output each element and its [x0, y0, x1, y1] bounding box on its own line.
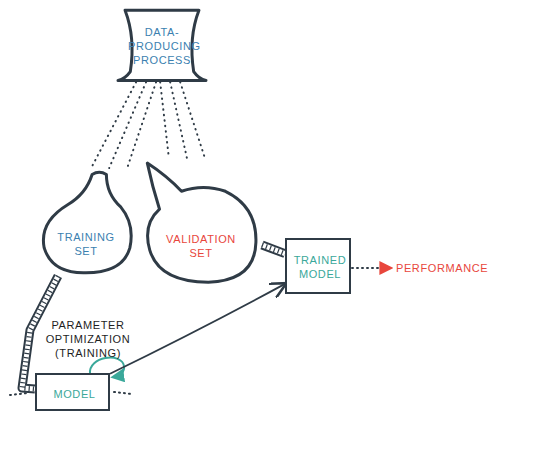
- rope-core: [262, 245, 285, 254]
- data-particles: [160, 82, 169, 158]
- node-label: TRAINED MODEL: [290, 253, 350, 281]
- model-dots: [114, 392, 132, 394]
- process-funnel: DATA- PRODUCING PROCESS: [118, 8, 206, 82]
- node-label: TRAINING SET: [51, 230, 121, 258]
- rope-outline: [262, 245, 285, 254]
- node-label: DATA- PRODUCING PROCESS: [128, 25, 196, 67]
- data-stream: [160, 82, 205, 158]
- dataset-bag: TRAINING SET: [35, 168, 137, 276]
- data-particles: [127, 82, 156, 168]
- data-particles: [91, 82, 136, 168]
- data-stream: [91, 82, 156, 168]
- rope-connector: [262, 245, 285, 254]
- dataset-bag-outline: [35, 168, 137, 276]
- flow-arrow: [110, 284, 285, 374]
- data-particles: [109, 82, 146, 168]
- rope-end-dots: [10, 393, 28, 395]
- node-label: VALIDATION SET: [158, 232, 244, 260]
- model-box: MODEL: [35, 373, 110, 411]
- dataset-bag-outline: [140, 158, 262, 286]
- edge-label: PARAMETER OPTIMIZATION (TRAINING): [42, 318, 134, 360]
- data-particles: [180, 82, 205, 158]
- dataset-bag: VALIDATION SET: [140, 158, 262, 286]
- performance-leader: [352, 267, 392, 269]
- output-label: PERFORMANCE: [396, 261, 488, 275]
- rope-twist: [262, 245, 285, 254]
- node-label: MODEL: [41, 387, 108, 401]
- connector-line: [110, 284, 285, 374]
- model-box: TRAINED MODEL: [285, 238, 351, 294]
